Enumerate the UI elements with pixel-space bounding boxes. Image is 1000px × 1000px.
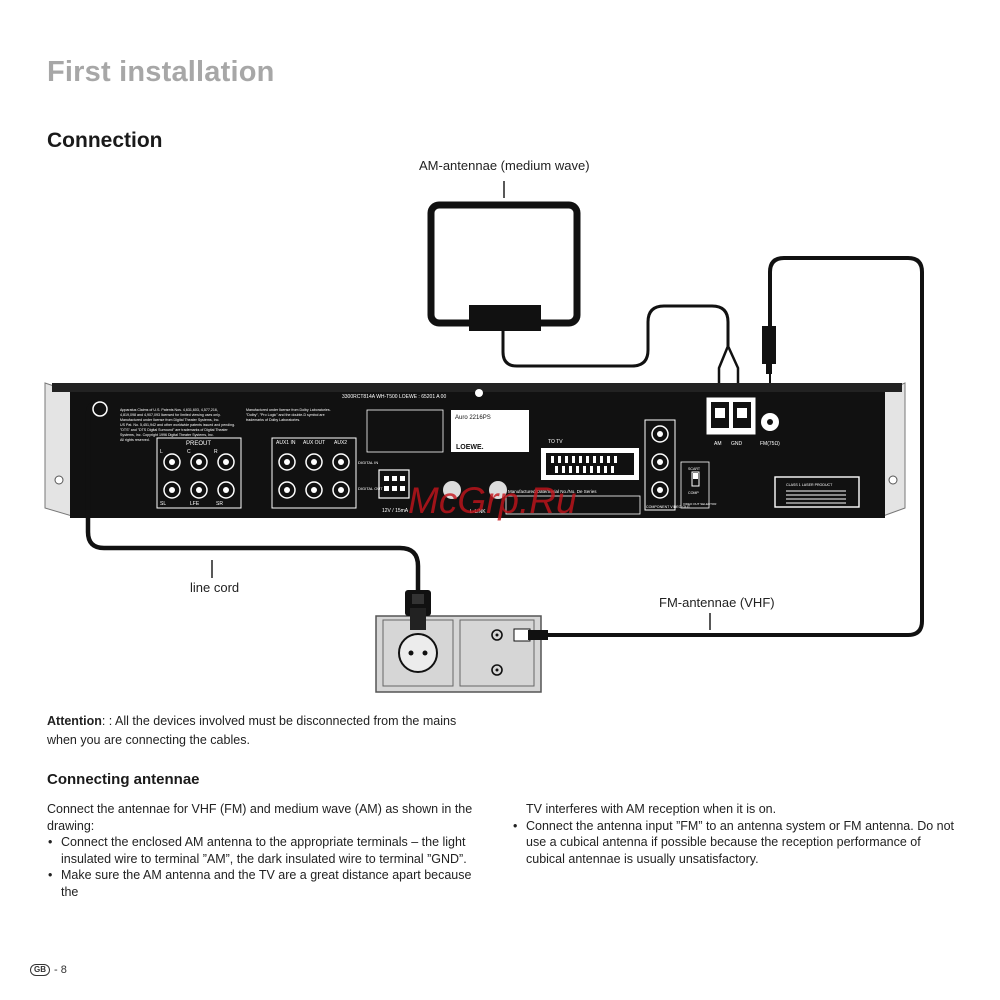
connecting-antennae-title: Connecting antennae (47, 771, 200, 788)
am-antenna-label: AM-antennae (medium wave) (419, 158, 590, 173)
svg-text:Manufactured/Date/Serial No./N: Manufactured/Date/Serial No./No. De Seri… (508, 489, 597, 494)
svg-text:Apparatus Claims of U.S. Paten: Apparatus Claims of U.S. Patents Nos. 4,… (120, 408, 218, 412)
svg-text:AUX1 IN: AUX1 IN (276, 440, 296, 446)
attention-label: Attention (47, 714, 102, 728)
line-cord-label: line cord (190, 580, 239, 595)
svg-text:SCART: SCART (688, 467, 701, 471)
fm-antenna-cable (548, 256, 924, 637)
svg-text:VIDEO OUT SELECTOR: VIDEO OUT SELECTOR (683, 502, 717, 506)
svg-text:trademarks of Dolby Laboratori: trademarks of Dolby Laboratories. (246, 418, 300, 422)
bullet-fm-input: Connect the antenna input ”FM” to an ant… (512, 818, 962, 868)
column-left: Connect the antennae for VHF (FM) and me… (47, 801, 487, 900)
receiver-side-left (44, 382, 73, 517)
svg-text:GND: GND (731, 441, 743, 447)
svg-text:All rights reserved.: All rights reserved. (120, 438, 150, 442)
svg-text:C: C (187, 449, 191, 455)
svg-text:R: R (214, 449, 218, 455)
receiver-side-right (882, 382, 906, 517)
language-badge: GB (30, 964, 50, 976)
svg-text:SR: SR (216, 501, 223, 507)
svg-text:Manufactured under license fro: Manufactured under license from Dolby La… (246, 408, 331, 412)
svg-text:4,819,098 and 4,907,093 licens: 4,819,098 and 4,907,093 licensed for lim… (120, 413, 221, 417)
line-cord (85, 399, 421, 590)
bullet-distance-continued: TV interferes with AM reception when it … (526, 802, 777, 816)
svg-text:AUX OUT: AUX OUT (303, 440, 325, 446)
svg-text:DIGITAL OUT: DIGITAL OUT (358, 486, 383, 491)
svg-text:AM: AM (714, 441, 722, 447)
am-antenna-cable (501, 304, 730, 368)
svg-text:AUX2: AUX2 (334, 440, 347, 446)
svg-text:L: L (160, 449, 163, 455)
attention-text: : : All the devices involved must be dis… (47, 714, 457, 747)
column-right: TV interferes with AM reception when it … (512, 801, 962, 867)
svg-text:COMPONENT VIDEO OUT: COMPONENT VIDEO OUT (646, 505, 691, 509)
svg-text:US Pat. No. 5,451,942 and othe: US Pat. No. 5,451,942 and other worldwid… (120, 423, 235, 427)
svg-text:L-LINK: L-LINK (470, 509, 486, 515)
svg-text:DIGITAL IN: DIGITAL IN (358, 460, 378, 465)
svg-text:PREOUT: PREOUT (186, 441, 211, 447)
svg-text:Auro 2216PS: Auro 2216PS (455, 415, 491, 421)
attention-note: Attention: : All the devices involved mu… (47, 712, 487, 750)
svg-text:"Dolby", "Pro Logic" and the d: "Dolby", "Pro Logic" and the double-D sy… (246, 413, 325, 417)
svg-text:LFE: LFE (190, 501, 200, 507)
model-top-text: 3300RCT814A WH-T500 LOEWE : 65201 A 00 (342, 394, 446, 400)
connection-diagram: 3300RCT814A WH-T500 LOEWE : 65201 A 00 A… (44, 158, 924, 693)
watermark: McGrp.Ru (408, 480, 577, 521)
svg-text:12V / 15mA: 12V / 15mA (382, 508, 409, 514)
page-title: First installation (47, 56, 275, 88)
svg-text:TO TV: TO TV (548, 439, 563, 445)
bullet-distance: Make sure the AM antenna and the TV are … (47, 867, 487, 900)
page-footer: GB - 8 (30, 964, 67, 976)
intro-text: Connect the antennae for VHF (FM) and me… (47, 802, 473, 833)
am-antenna-base (469, 305, 541, 331)
section-title: Connection (47, 129, 163, 152)
svg-text:FM(75Ω): FM(75Ω) (760, 441, 780, 447)
svg-text:COMP: COMP (688, 491, 699, 495)
svg-text:LOEWE.: LOEWE. (456, 444, 484, 451)
svg-text:"DTS" and "DTS Digital Surroun: "DTS" and "DTS Digital Surround" are tra… (120, 428, 229, 432)
page-number: - 8 (54, 964, 67, 976)
svg-text:CLASS 1 LASER PRODUCT: CLASS 1 LASER PRODUCT (786, 483, 833, 487)
bullet-am-terminals: Connect the enclosed AM antenna to the a… (47, 834, 487, 867)
fm-antenna-label: FM-antennae (VHF) (659, 595, 775, 610)
svg-text:SL: SL (160, 501, 166, 507)
svg-text:Manufactured under license fro: Manufactured under license from Digital … (120, 418, 219, 422)
svg-text:Systems, Inc. Copyright 1996 D: Systems, Inc. Copyright 1996 Digital The… (120, 433, 214, 437)
